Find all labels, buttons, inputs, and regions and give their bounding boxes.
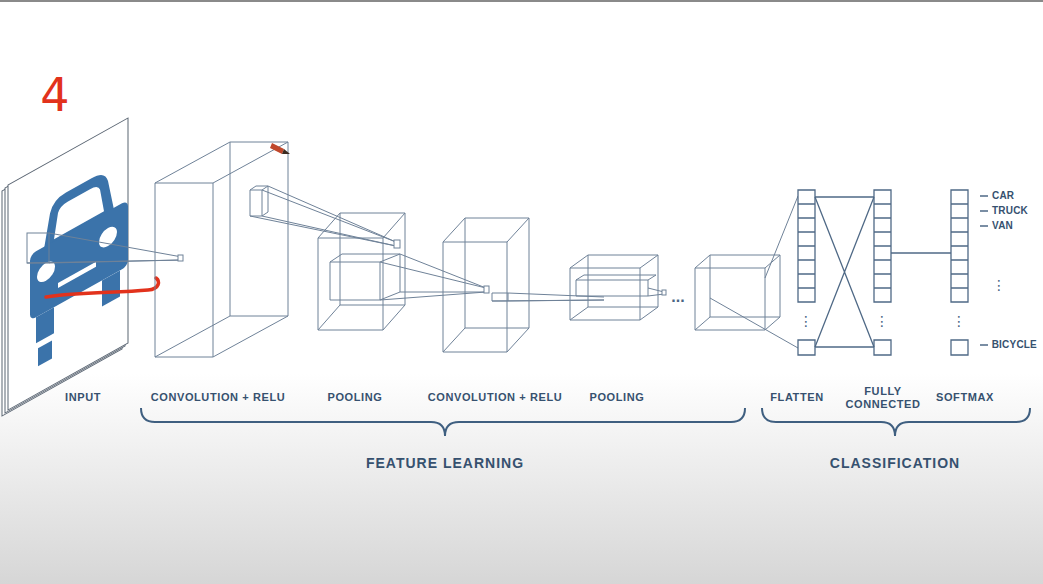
kernel-box (492, 293, 508, 301)
pooling-volume (570, 255, 658, 320)
group-brace (762, 408, 1030, 436)
ellipsis: ⋮ (992, 278, 1006, 292)
feature-point (178, 255, 183, 261)
pencil-cursor (270, 143, 284, 154)
kernel-box (576, 275, 656, 296)
pencil-tip (282, 149, 290, 154)
ellipsis: ... (671, 289, 684, 305)
class-name: TRUCK (992, 205, 1028, 217)
class-name: VAN (992, 220, 1013, 232)
softmax-column (951, 190, 968, 355)
layer-name: SOFTMAX (936, 391, 994, 404)
feature-point (662, 290, 666, 295)
layer-name: POOLING (590, 391, 645, 404)
group-name: CLASSIFICATION (830, 455, 960, 471)
group-brace (141, 408, 745, 436)
flatten-column (798, 190, 815, 355)
car-wheel (36, 307, 54, 343)
group-name: FEATURE LEARNING (366, 455, 524, 471)
feature-point (484, 286, 489, 293)
projection-lines (492, 293, 604, 301)
layer-name: CONVOLUTION + RELU (428, 391, 563, 404)
receptive-field (27, 233, 49, 263)
annotation-scribble (46, 278, 158, 297)
car-wheel (38, 340, 52, 366)
layer-name: FULLY CONNECTED (841, 385, 925, 411)
input-image (8, 118, 128, 410)
conv-volume (155, 142, 288, 357)
feature-volume (695, 255, 780, 330)
layer-name: FLATTEN (770, 391, 824, 404)
ellipsis: ⋮ (875, 314, 889, 328)
dense-column (874, 190, 891, 355)
projection-lines (27, 233, 182, 263)
flatten-lines (710, 196, 798, 348)
kernel-box (330, 254, 400, 300)
car-headlight (37, 258, 55, 286)
layer-name: CONVOLUTION + RELU (151, 391, 286, 404)
car-headlight (99, 223, 117, 251)
kernel-box (250, 186, 268, 216)
layer-name: POOLING (328, 391, 383, 404)
dense-connections (815, 197, 874, 347)
car-grille (58, 262, 96, 288)
feature-point (394, 240, 400, 248)
ellipsis: ⋮ (799, 314, 813, 328)
projection-lines (250, 186, 396, 246)
projection-lines (380, 254, 486, 300)
annotation-number: 4 (40, 72, 69, 118)
pooling-volume (318, 213, 405, 330)
car-body (30, 200, 128, 321)
class-name: CAR (992, 190, 1014, 202)
layer-name: INPUT (65, 391, 101, 404)
class-name: BICYCLE (992, 339, 1037, 351)
class-leaders (980, 196, 988, 345)
car-wheel (102, 270, 120, 306)
top-border (0, 0, 1043, 2)
conv-volume (443, 218, 529, 352)
dense-connection (891, 252, 951, 253)
ellipsis: ⋮ (952, 314, 966, 328)
